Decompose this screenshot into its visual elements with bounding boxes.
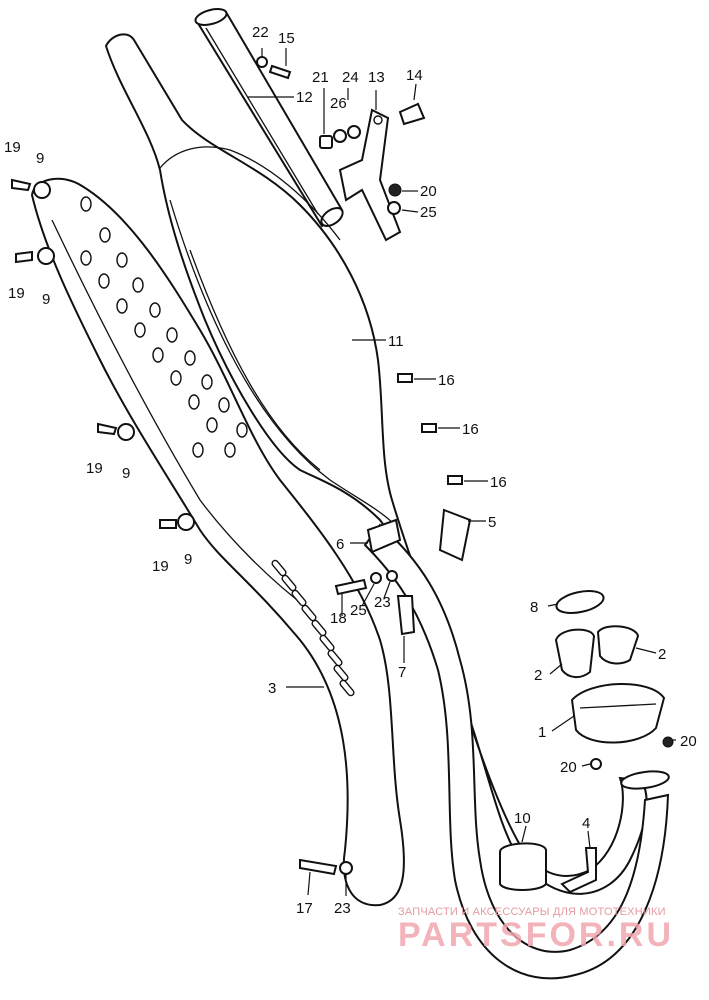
label-part-20-right: 20 — [680, 733, 697, 750]
label-part-23-lower: 23 — [334, 900, 351, 917]
watermark: ЗАПЧАСТИ И АКСЕССУАРЫ ДЛЯ МОТОТЕХНИКИ PA… — [398, 906, 698, 955]
label-part-2-left: 2 — [534, 667, 542, 684]
part-labels: 22 15 12 21 24 26 13 14 20 25 11 16 16 1… — [4, 24, 697, 917]
muffler-bracket-part-13 — [338, 108, 402, 242]
leader-lines — [248, 48, 676, 896]
label-part-9-d: 9 — [184, 551, 192, 568]
label-part-26: 26 — [330, 95, 347, 112]
exhaust-pipe-curve — [363, 523, 670, 980]
heat-shield-slots — [271, 559, 355, 697]
label-part-19-a: 19 — [4, 139, 21, 156]
label-part-4: 4 — [582, 815, 590, 832]
label-part-22: 22 — [252, 24, 269, 41]
label-part-6: 6 — [336, 536, 344, 553]
watermark-logo: PARTSFOR.RU — [398, 916, 675, 954]
label-part-19-b: 19 — [8, 285, 25, 302]
label-part-16-c: 16 — [490, 474, 507, 491]
label-part-5: 5 — [488, 514, 496, 531]
label-part-1: 1 — [538, 724, 546, 741]
heat-shield-holes — [80, 196, 248, 458]
label-part-13: 13 — [368, 69, 385, 86]
label-part-16-a: 16 — [438, 372, 455, 389]
label-part-25-upper: 25 — [420, 204, 437, 221]
label-part-9-c: 9 — [122, 465, 130, 482]
label-part-19-d: 19 — [152, 558, 169, 575]
label-part-24: 24 — [342, 69, 359, 86]
label-part-9-a: 9 — [36, 150, 44, 167]
heat-shield-part-3 — [30, 177, 405, 907]
label-part-14: 14 — [406, 67, 423, 84]
label-part-19-c: 19 — [86, 460, 103, 477]
label-part-3: 3 — [268, 680, 276, 697]
fasteners — [11, 56, 674, 894]
label-part-18: 18 — [330, 610, 347, 627]
label-part-9-b: 9 — [42, 291, 50, 308]
label-part-23-mid: 23 — [374, 594, 391, 611]
label-part-20-upper: 20 — [420, 183, 437, 200]
label-part-17: 17 — [296, 900, 313, 917]
watermark-tagline: ЗАПЧАСТИ И АКСЕССУАРЫ ДЛЯ МОТОТЕХНИКИ — [398, 906, 666, 918]
label-part-2-right: 2 — [658, 646, 666, 663]
label-part-15: 15 — [278, 30, 295, 47]
label-part-20-lower: 20 — [560, 759, 577, 776]
label-part-21: 21 — [312, 69, 329, 86]
tail-pipe-part-12 — [194, 8, 344, 228]
label-part-12: 12 — [296, 89, 313, 106]
label-part-11: 11 — [388, 333, 404, 350]
label-part-25-mid: 25 — [350, 602, 367, 619]
label-part-7: 7 — [398, 664, 406, 681]
label-part-10: 10 — [514, 810, 531, 827]
label-part-8: 8 — [530, 599, 538, 616]
label-part-16-b: 16 — [462, 421, 479, 438]
